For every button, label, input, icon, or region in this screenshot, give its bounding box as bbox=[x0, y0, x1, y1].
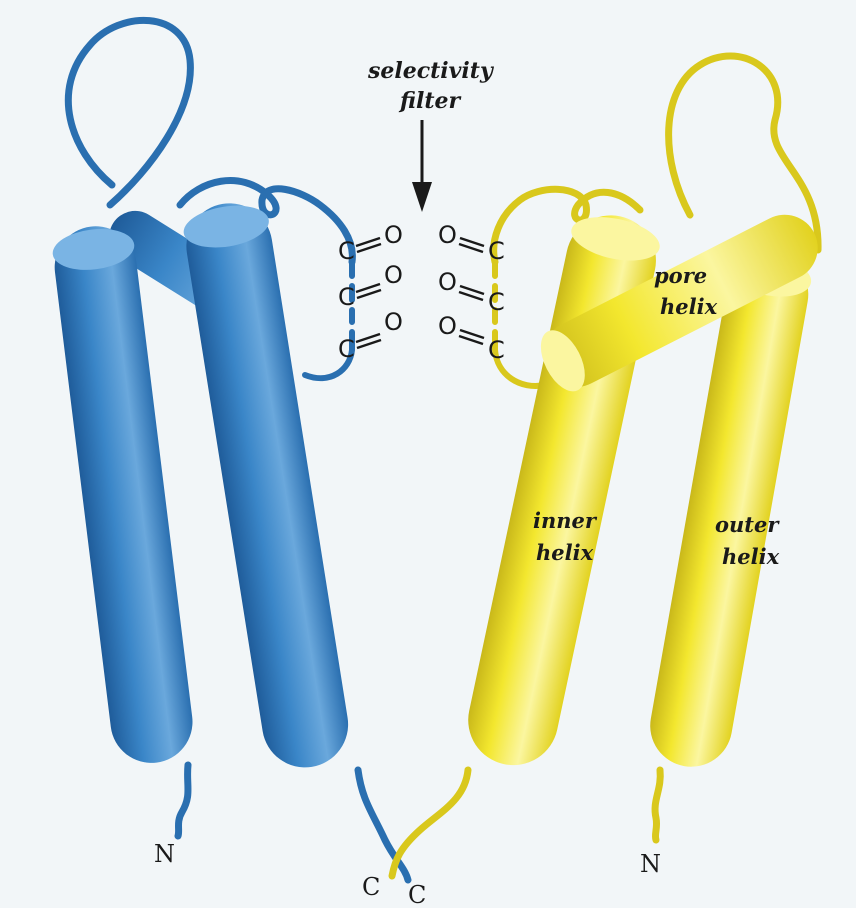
oxygen-atom: O bbox=[384, 221, 403, 249]
carbon-atom: C bbox=[338, 283, 355, 311]
yellow-c-terminus: C bbox=[362, 873, 380, 901]
carbon-atom: C bbox=[338, 335, 355, 363]
oxygen-atom: O bbox=[438, 221, 457, 249]
carbon-atom: C bbox=[338, 237, 355, 265]
oxygen-atom: O bbox=[384, 261, 403, 289]
carbon-atom: C bbox=[488, 237, 505, 265]
blue-c-terminus: C bbox=[408, 881, 426, 908]
carbon-atom: C bbox=[488, 336, 505, 364]
yellow-n-terminus: N bbox=[640, 850, 661, 878]
label-inner: inner bbox=[533, 508, 598, 533]
label-outer: outer bbox=[715, 512, 780, 537]
label-filter: filter bbox=[398, 88, 462, 114]
label-selectivity: selectivity bbox=[367, 58, 495, 84]
label-outer-helix: helix bbox=[722, 544, 780, 569]
label-pore-helix: helix bbox=[660, 294, 718, 319]
oxygen-atom: O bbox=[438, 268, 457, 296]
oxygen-atom: O bbox=[384, 308, 403, 336]
oxygen-atom: O bbox=[438, 312, 457, 340]
label-pore: pore bbox=[654, 263, 707, 288]
label-inner-helix: helix bbox=[536, 540, 594, 565]
blue-n-terminus: N bbox=[154, 840, 175, 868]
carbon-atom: C bbox=[488, 288, 505, 316]
